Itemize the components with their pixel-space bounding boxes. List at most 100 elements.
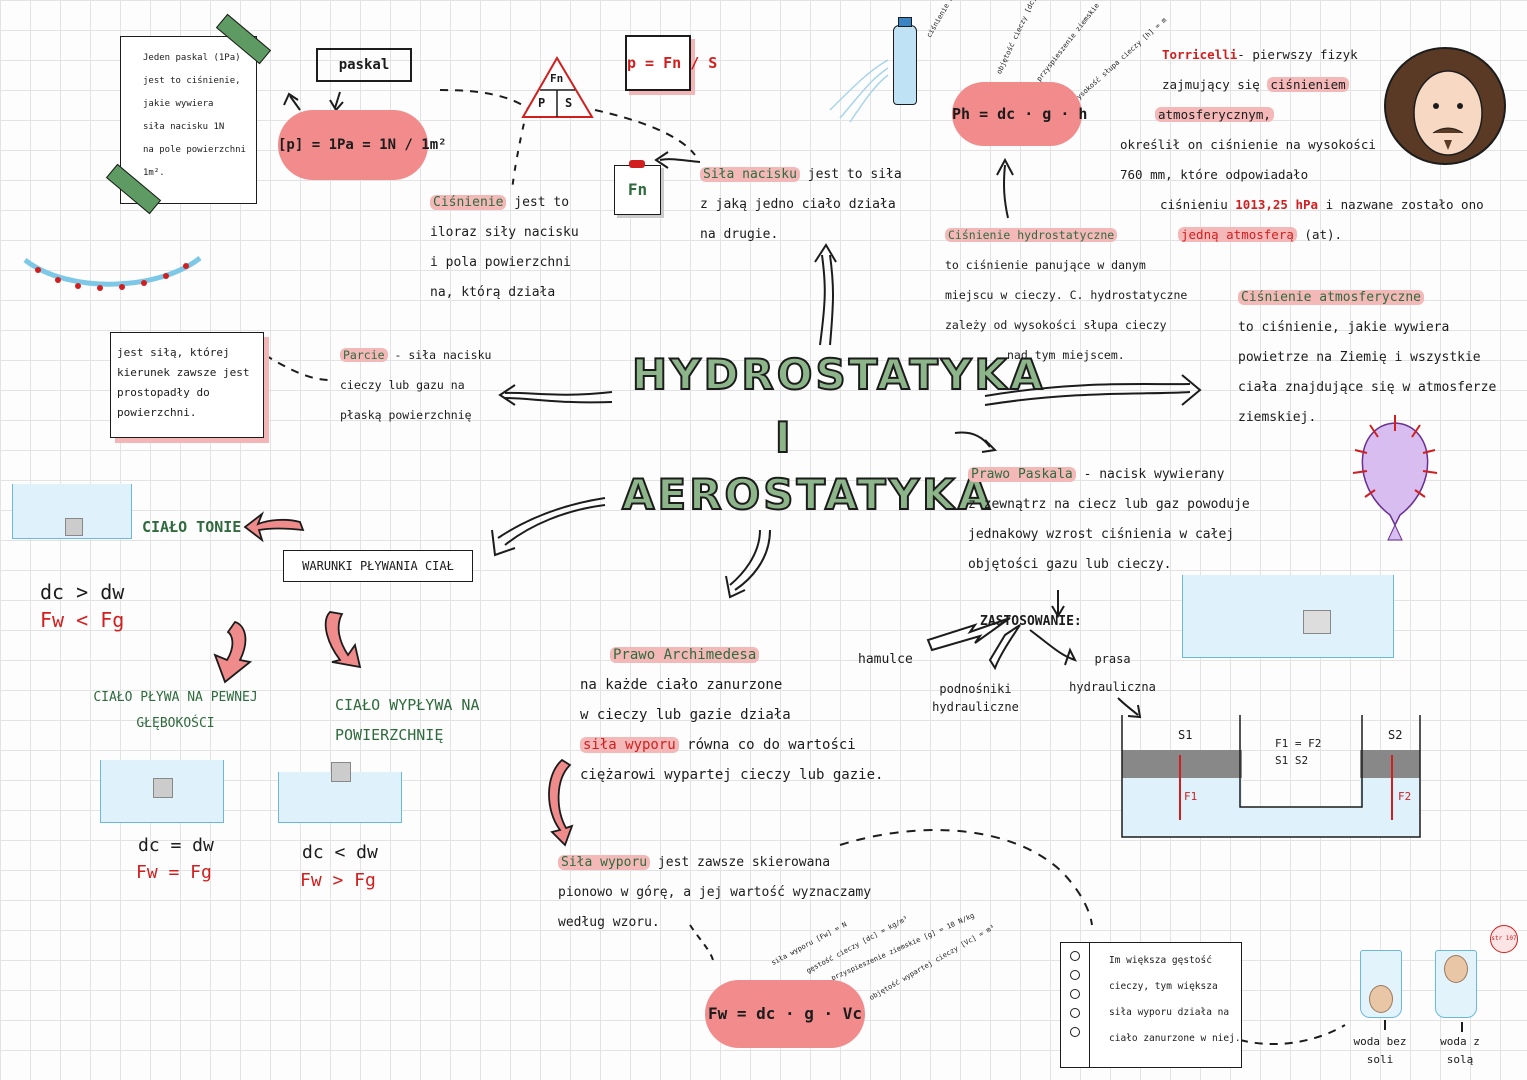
- surface-tank-diagram: [278, 762, 402, 823]
- force-line: jest to siła: [807, 167, 902, 182]
- force-clipboard-icon: Fn: [614, 160, 661, 215]
- archimedes-line: równa co do wartości: [687, 737, 856, 753]
- buoyancy-formula-cloud: Fw = dc · g · Vc: [705, 980, 865, 1048]
- atmo-term: Ciśnienie atmosferyczne: [1238, 290, 1425, 305]
- buoyancy-line: według wzoru.: [558, 915, 660, 930]
- torricelli-line: - pierwszy fizyk: [1237, 47, 1358, 62]
- submerged-cube: [1303, 610, 1331, 634]
- glass-fresh-water-icon: [1360, 950, 1402, 1018]
- clipboard-clip-icon: [629, 160, 645, 168]
- triangle-left: P: [538, 96, 546, 110]
- torricelli-portrait-icon: [1384, 47, 1506, 165]
- bottle-cap-icon: [898, 17, 912, 27]
- torricelli-line: ciśnieniu: [1160, 197, 1228, 212]
- torricelli-line: i nazwane zostało ono: [1325, 197, 1484, 212]
- archimedes-line: na każde ciało zanurzone: [580, 677, 783, 693]
- sinks-force: Fw < Fg: [40, 608, 125, 632]
- hydro-term: Ciśnienie hydrostatyczne: [945, 228, 1118, 242]
- atmo-line: to ciśnienie, jakie wywiera: [1238, 320, 1450, 335]
- pascal-formula-cloud: [p] = 1Pa = 1N / 1m²: [278, 110, 447, 180]
- pressure-definition: Ciśnienie jest to iloraz siły nacisku i …: [430, 188, 579, 308]
- note-line: ciało zanurzone w niej.: [1109, 1033, 1241, 1044]
- pascal-tank-diagram: [1182, 575, 1394, 658]
- egg-icon: [1369, 985, 1393, 1013]
- press-formula-bottom: S1 S2: [1275, 754, 1309, 767]
- note-line: kierunek zawsze jest: [117, 366, 250, 379]
- pressure-line: jest to: [514, 195, 570, 210]
- surface-force: Fw > Fg: [300, 870, 376, 891]
- press-formula-top: F1 = F2: [1275, 737, 1322, 750]
- torricelli-line: atmosferycznym,: [1155, 107, 1274, 122]
- pressure-line: i pola powierzchni: [430, 255, 571, 270]
- sink-cube: [65, 518, 83, 536]
- page-stamp-text: str 107: [1491, 935, 1517, 942]
- press-s1: S1: [1178, 728, 1193, 742]
- parcie-definition: Parcie - siła nacisku cieczy lub gazu na…: [340, 340, 491, 430]
- pressure-line: iloraz siły nacisku: [430, 225, 579, 240]
- torricelli-line: 760 mm, które odpowiadało: [1120, 167, 1309, 182]
- note-line: Jeden paskal (1Pa): [143, 53, 241, 63]
- torricelli-line: określił on ciśnienie na wysokości: [1120, 137, 1376, 152]
- torricelli-line: 1013,25 hPa: [1235, 197, 1319, 212]
- depth-label: CIAŁO PŁYWA NA PEWNEJ GŁĘBOKOŚCI: [93, 690, 258, 731]
- press-f1: F1: [1184, 790, 1198, 803]
- pascal-law-line: - nacisk wywierany: [1083, 467, 1225, 482]
- note-line: Im większa gęstość: [1109, 955, 1212, 966]
- note-line: 1m².: [143, 168, 165, 178]
- archimedes-law: Prawo Archimedesa na każde ciało zanurzo…: [580, 640, 883, 790]
- water-bottle-icon: [893, 17, 917, 105]
- force-term: Siła nacisku: [700, 167, 800, 182]
- title-aerostatyka: AEROSTATYKA: [621, 469, 994, 520]
- atmo-definition: Ciśnienie atmosferyczne to ciśnienie, ja…: [1238, 283, 1496, 433]
- archimedes-line: w cieczy lub gazie działa: [580, 707, 791, 723]
- pascal-formula: [p] = 1Pa = 1N / 1m²: [278, 137, 447, 153]
- hydraulic-press-diagram: [1121, 715, 1421, 838]
- sinks-density: dc > dw: [40, 580, 125, 604]
- buoyancy-term: Siła wyporu: [558, 855, 651, 870]
- glass-salt-label: woda z solą: [1440, 1035, 1480, 1066]
- torricelli-line: (at).: [1304, 227, 1343, 242]
- pascal-law-line: objętości gazu lub cieczy.: [968, 557, 1172, 572]
- pressure-term: Ciśnienie: [430, 195, 507, 210]
- atmo-line: powietrze na Ziemię i wszystkie: [1238, 350, 1481, 365]
- surface-label: CIAŁO WYPŁYWA NA POWIERZCHNIĘ: [335, 696, 480, 744]
- surface-cube: [331, 762, 351, 782]
- buoyancy-line: pionowo w górę, a jej wartość wyznaczamy: [558, 885, 872, 900]
- sinks-label: CIAŁO TONIE: [142, 518, 242, 536]
- archimedes-term: Prawo Archimedesa: [610, 647, 760, 663]
- glass-fresh-label: woda bez soli: [1353, 1035, 1407, 1066]
- buoyancy-formula: Fw = dc · g · Vc: [707, 1004, 863, 1023]
- press-s2: S2: [1388, 728, 1403, 742]
- depth-tank-diagram: [100, 760, 224, 823]
- hydro-line: miejscu w cieczy. C. hydrostatyczne: [945, 288, 1188, 302]
- archimedes-line: ciężarowi wypartej cieczy lub gazie.: [580, 767, 884, 783]
- parcie-line: płaską powierzchnię: [340, 408, 472, 422]
- torricelli-line: ciśnieniem: [1267, 77, 1349, 92]
- surface-density: dc < dw: [302, 842, 378, 863]
- pascal-definition-note: Jeden paskal (1Pa) jest to ciśnienie, ja…: [120, 36, 257, 204]
- parcie-note: jest siłą, której kierunek zawsze jest p…: [110, 332, 264, 438]
- title-hydrostatyka: HYDROSTATYKA: [631, 349, 1046, 400]
- note-line: jest siłą, której: [117, 346, 230, 359]
- triangle-right: S: [565, 96, 573, 110]
- buoyancy-definition: Siła wyporu jest zawsze skierowana piono…: [558, 848, 871, 938]
- triangle-top: Fn: [550, 72, 564, 85]
- depth-cube: [153, 778, 173, 798]
- note-line: jakie wywiera: [143, 99, 214, 109]
- wall-pressure-diagram: [23, 256, 202, 291]
- egg-icon: [1444, 955, 1468, 983]
- atmo-line: ziemskiej.: [1238, 410, 1317, 425]
- note-line: siła wyporu działa na: [1109, 1007, 1230, 1018]
- note-line: prostopadły do: [117, 386, 210, 399]
- pascal-law-line: jednakowy wzrost ciśnienia w całej: [968, 527, 1235, 542]
- torricelli-line: jedną atmosferą: [1178, 227, 1297, 242]
- depth-force: Fw = Fg: [136, 862, 212, 883]
- archimedes-line: siła wyporu: [580, 737, 679, 753]
- hydro-formula: Ph = dc · g · h: [952, 105, 1088, 123]
- sink-tank-diagram: [12, 484, 132, 539]
- parcie-line: - siła nacisku: [394, 348, 492, 362]
- pascal-law-line: z zewnątrz na ciecz lub gaz powoduje: [968, 497, 1250, 512]
- depth-density: dc = dw: [138, 835, 214, 856]
- parcie-line: cieczy lub gazu na: [340, 378, 465, 392]
- parcie-term: Parcie: [340, 348, 388, 362]
